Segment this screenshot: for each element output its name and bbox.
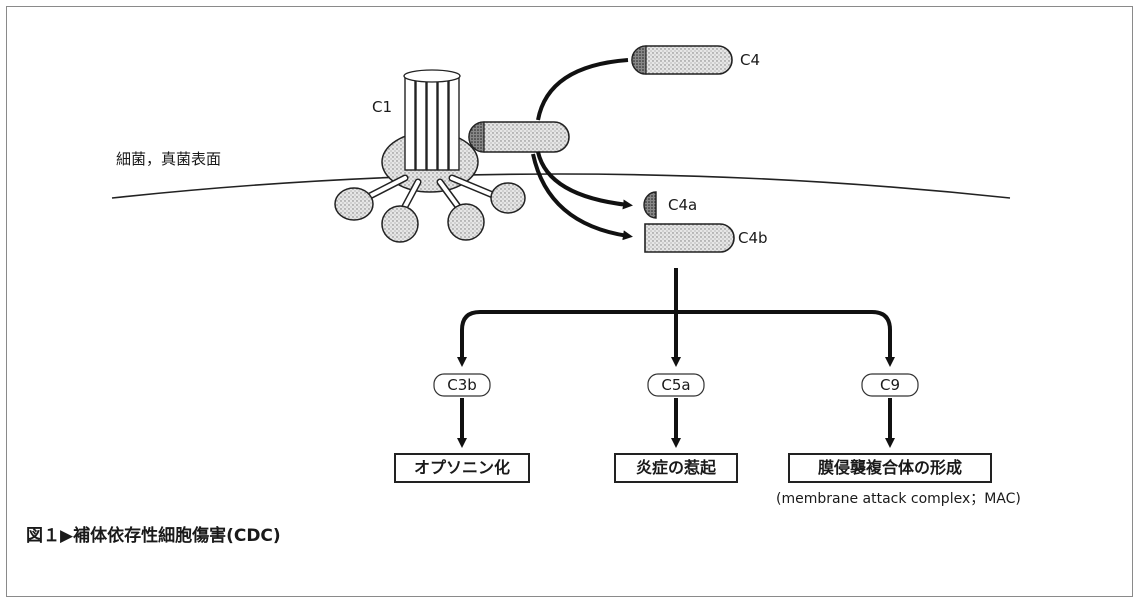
c4b-label: C4b [738, 229, 768, 247]
c3b-pill [433, 373, 491, 397]
mac-text: 膜侵襲複合体の形成 [817, 458, 962, 477]
c5a-label: C5a [661, 376, 691, 394]
c4-bound [468, 121, 570, 153]
figure-caption: 図１▶補体依存性細胞傷害(CDC) [26, 528, 281, 545]
c9-label: C9 [879, 376, 901, 394]
c5a-pill [647, 373, 705, 397]
c4-binding-curve [536, 58, 629, 121]
c1-complex [334, 69, 526, 243]
arrow-to-c4b [531, 153, 633, 241]
c4-label: C4 [740, 51, 761, 69]
opsonization-text: オプソニン化 [413, 458, 510, 477]
branch-tree [457, 268, 895, 448]
inflammation-box: 炎症の惹起 [614, 453, 738, 483]
c9-pill [861, 373, 919, 397]
opsonization-box: オプソニン化 [394, 453, 530, 483]
c3b-label: C3b [447, 376, 477, 394]
figure-number: 図１ [26, 526, 60, 546]
figure-title: 補体依存性細胞傷害 [73, 526, 227, 546]
caption-marker-icon: ▶ [60, 526, 74, 546]
c4a-fragment [643, 191, 657, 219]
figure-abbr: (CDC) [226, 526, 281, 546]
cell-surface-line [111, 173, 1011, 199]
mac-box: 膜侵襲複合体の形成 [788, 453, 992, 483]
inflammation-text: 炎症の惹起 [635, 458, 716, 477]
mac-note: (membrane attack complex；MAC) [776, 491, 1021, 507]
figure-frame [6, 6, 1133, 597]
c4a-label: C4a [668, 196, 698, 214]
c1-label: C1 [372, 98, 393, 116]
c4-free [631, 45, 733, 75]
surface-label: 細菌，真菌表面 [116, 150, 222, 168]
c4b-fragment [644, 223, 735, 253]
arrow-to-c4a [536, 151, 633, 210]
